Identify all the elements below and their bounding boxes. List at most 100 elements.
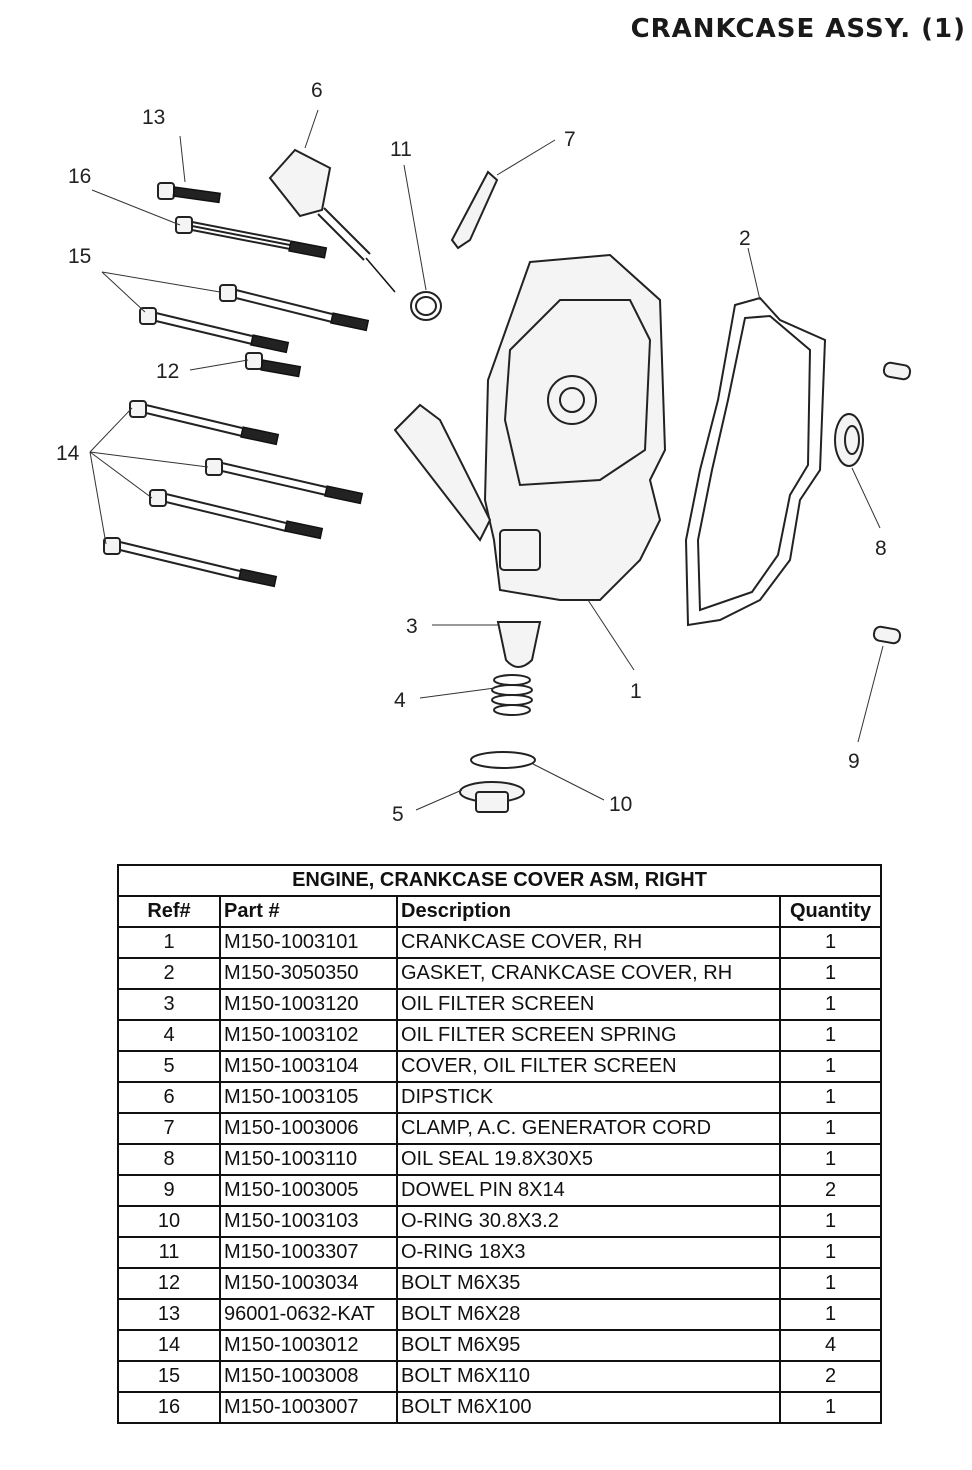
quantity-cell: 1 [778,926,883,959]
quantity-cell: 2 [778,1174,883,1207]
ref-cell: 4 [117,1019,221,1052]
description-cell: BOLT M6X110 [396,1360,781,1393]
table-caption-row: ENGINE, CRANKCASE COVER ASM, RIGHT [116,864,883,897]
o-ring-11 [410,291,442,321]
header-description: Description [396,895,781,928]
leader-lines [89,109,884,811]
crankcase-cover [393,253,667,601]
part-number-cell: M150-1003007 [219,1391,398,1424]
ref-cell: 3 [117,988,221,1021]
description-cell: BOLT M6X35 [396,1267,781,1300]
callout-8: 8 [875,537,887,560]
callout-1: 1 [630,680,642,703]
description-cell: GASKET, CRANKCASE COVER, RH [396,957,781,990]
bolt-14-c [149,489,324,540]
quantity-cell: 1 [778,1019,883,1052]
description-cell: BOLT M6X28 [396,1298,781,1331]
bolt-14-d [103,537,278,588]
quantity-cell: 1 [778,1236,883,1269]
filter-screen-cover [459,781,525,813]
header-quantity: Quantity [778,895,883,928]
part-number-cell: M150-1003120 [219,988,398,1021]
parts-table: ENGINE, CRANKCASE COVER ASM, RIGHT Ref# … [116,864,883,1424]
ref-cell: 7 [117,1112,221,1145]
quantity-cell: 1 [778,1081,883,1114]
ref-cell: 6 [117,1081,221,1114]
callout-4: 4 [394,689,406,712]
part-number-cell: M150-3050350 [219,957,398,990]
part-number-cell: M150-1003105 [219,1081,398,1114]
bolt-14-a [129,400,280,446]
quantity-cell: 1 [778,1050,883,1083]
oil-filter-screen [496,621,542,668]
description-cell: CRANKCASE COVER, RH [396,926,781,959]
part-number-cell: M150-1003034 [219,1267,398,1300]
quantity-cell: 1 [778,1298,883,1331]
callout-9: 9 [848,750,860,773]
bolt-15-lower [139,307,290,354]
o-ring-10 [470,751,536,769]
quantity-cell: 1 [778,957,883,990]
callout-16: 16 [68,165,91,188]
quantity-cell: 2 [778,1360,883,1393]
description-cell: BOLT M6X95 [396,1329,781,1362]
description-cell: OIL SEAL 19.8X30X5 [396,1143,781,1176]
quantity-cell: 1 [778,1267,883,1300]
filter-spring [491,674,533,716]
description-cell: COVER, OIL FILTER SCREEN [396,1050,781,1083]
table-header-row: Ref# Part # Description Quantity [117,895,883,928]
callout-7: 7 [564,128,576,151]
dowel-pin-upper [882,361,912,381]
part-number-cell: M150-1003012 [219,1329,398,1362]
quantity-cell: 4 [778,1329,883,1362]
bolt-16 [175,216,328,259]
dowel-pin-9 [872,625,902,645]
part-number-cell: M150-1003103 [219,1205,398,1238]
exploded-parts-diagram: 1 2 3 4 5 6 7 8 9 10 11 12 13 14 15 16 [56,79,912,826]
bolt-15-upper [219,284,370,332]
callout-6: 6 [311,79,323,102]
ref-cell: 10 [117,1205,221,1238]
ref-cell: 9 [117,1174,221,1207]
part-number-cell: M150-1003005 [219,1174,398,1207]
description-cell: BOLT M6X100 [396,1391,781,1424]
part-number-cell: 96001-0632-KAT [219,1298,398,1331]
ref-cell: 11 [117,1236,221,1269]
callout-14: 14 [56,442,80,465]
bolt-14-b [205,458,364,505]
part-number-cell: M150-1003110 [219,1143,398,1176]
ref-cell: 5 [117,1050,221,1083]
description-cell: CLAMP, A.C. GENERATOR CORD [396,1112,781,1145]
quantity-cell: 1 [778,1391,883,1424]
description-cell: DOWEL PIN 8X14 [396,1174,781,1207]
ref-cell: 14 [117,1329,221,1362]
quantity-cell: 1 [778,988,883,1021]
description-cell: DIPSTICK [396,1081,781,1114]
quantity-cell: 1 [778,1143,883,1176]
ref-cell: 2 [117,957,221,990]
dipstick [268,148,396,293]
ref-cell: 12 [117,1267,221,1300]
bolt-13 [157,182,221,204]
clamp-7 [450,170,499,250]
callouts: 1 2 3 4 5 6 7 8 9 10 11 12 13 14 15 16 [56,79,887,826]
ref-cell: 1 [117,926,221,959]
part-number-cell: M150-1003008 [219,1360,398,1393]
part-number-cell: M150-1003006 [219,1112,398,1145]
header-part: Part # [219,895,398,928]
callout-2: 2 [739,227,751,250]
